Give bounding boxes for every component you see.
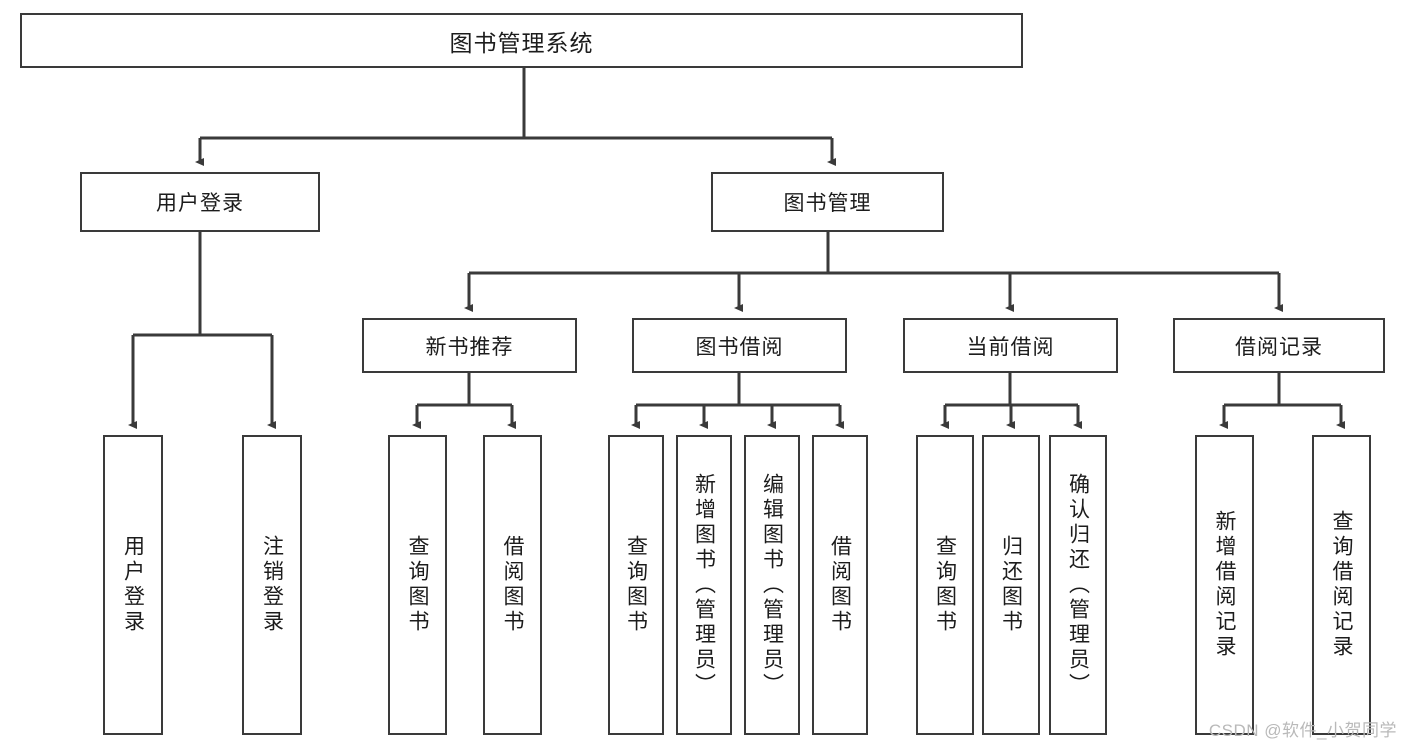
node-root[interactable]: 图书管理系统 xyxy=(20,13,1023,68)
leaf-current-query-book[interactable]: 查询图书 xyxy=(916,435,974,735)
node-book-borrow[interactable]: 图书借阅 xyxy=(632,318,847,373)
leaf-add-borrow-record-label: 新增借阅记录 xyxy=(1213,510,1236,660)
leaf-user-login-label: 用户登录 xyxy=(121,535,145,635)
leaf-current-query-book-label: 查询图书 xyxy=(933,535,957,635)
node-root-label: 图书管理系统 xyxy=(449,29,594,56)
leaf-new-book-query[interactable]: 查询图书 xyxy=(388,435,447,735)
node-book-management-label: 图书管理 xyxy=(783,192,872,215)
leaf-return-book-label: 归还图书 xyxy=(999,535,1023,635)
leaf-add-borrow-record[interactable]: 新增借阅记录 xyxy=(1195,435,1254,735)
node-new-book-recommend[interactable]: 新书推荐 xyxy=(362,318,577,373)
node-user-login-label: 用户登录 xyxy=(156,192,244,215)
leaf-confirm-return-admin[interactable]: 确认归还（管理员） xyxy=(1049,435,1107,735)
node-borrow-record[interactable]: 借阅记录 xyxy=(1173,318,1385,373)
leaf-borrow-query-book-label: 查询图书 xyxy=(624,535,648,635)
leaf-borrow-query-book[interactable]: 查询图书 xyxy=(608,435,664,735)
node-book-management[interactable]: 图书管理 xyxy=(711,172,944,232)
node-book-borrow-label: 图书借阅 xyxy=(695,335,784,359)
leaf-logout-label: 注销登录 xyxy=(260,535,284,635)
node-user-login[interactable]: 用户登录 xyxy=(80,172,320,232)
node-current-borrow[interactable]: 当前借阅 xyxy=(903,318,1118,373)
leaf-return-book[interactable]: 归还图书 xyxy=(982,435,1040,735)
leaf-query-borrow-record[interactable]: 查询借阅记录 xyxy=(1312,435,1371,735)
node-new-book-recommend-label: 新书推荐 xyxy=(425,335,514,359)
leaf-confirm-return-admin-label: 确认归还（管理员） xyxy=(1066,472,1090,698)
leaf-add-book-admin-label: 新增图书（管理员） xyxy=(692,472,716,698)
leaf-new-book-query-label: 查询图书 xyxy=(406,535,429,635)
leaf-query-borrow-record-label: 查询借阅记录 xyxy=(1330,510,1353,660)
leaf-borrow-book-label: 借阅图书 xyxy=(828,535,852,635)
node-borrow-record-label: 借阅记录 xyxy=(1235,335,1323,359)
watermark: CSDN @软件_小贺同学 xyxy=(1208,721,1397,740)
leaf-new-book-borrow-label: 借阅图书 xyxy=(501,535,524,635)
leaf-add-book-admin[interactable]: 新增图书（管理员） xyxy=(676,435,732,735)
node-current-borrow-label: 当前借阅 xyxy=(966,335,1055,359)
leaf-borrow-book[interactable]: 借阅图书 xyxy=(812,435,868,735)
leaf-edit-book-admin[interactable]: 编辑图书（管理员） xyxy=(744,435,800,735)
leaf-user-login[interactable]: 用户登录 xyxy=(103,435,163,735)
leaf-logout[interactable]: 注销登录 xyxy=(242,435,302,735)
leaf-new-book-borrow[interactable]: 借阅图书 xyxy=(483,435,542,735)
leaf-edit-book-admin-label: 编辑图书（管理员） xyxy=(760,472,784,698)
